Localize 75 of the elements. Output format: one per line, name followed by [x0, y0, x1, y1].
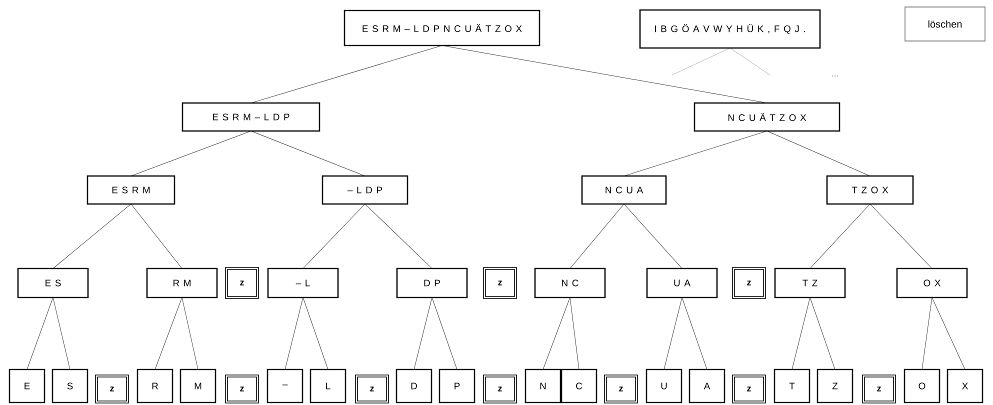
letter-box: E S R M – L D P N C U Ä T Z O X [344, 10, 540, 46]
letter-box: R M [146, 268, 218, 298]
connector-line [682, 297, 708, 370]
letter-box: T Z O X [826, 175, 914, 205]
z-box: z [225, 374, 259, 404]
connector-line [250, 130, 366, 176]
letter-box: D P [396, 268, 468, 298]
letter-box: Z [816, 368, 854, 404]
connector-line [542, 297, 570, 370]
connector-line [624, 130, 768, 176]
connector-line [284, 297, 304, 370]
connector-line [302, 297, 328, 370]
z-box: z [225, 267, 259, 299]
connector-line [792, 297, 810, 370]
letter-box: N C [534, 268, 606, 298]
z-box: z [355, 374, 389, 404]
letter-box: C [560, 368, 598, 404]
z-box: z [732, 374, 766, 404]
letter-box: E S [17, 268, 89, 298]
letter-box: P [438, 368, 476, 404]
letter-box: – L [267, 268, 339, 298]
connector-line [364, 204, 432, 269]
z-box: z [862, 374, 896, 404]
z-box: z [95, 374, 129, 404]
letter-box: O [904, 368, 940, 404]
letter-box: T [774, 368, 810, 404]
letter-box: E S R M – L D P [182, 102, 320, 132]
z-box: z [604, 374, 638, 404]
connector-line [570, 204, 624, 269]
connector-line [672, 48, 730, 76]
z-box: z [732, 267, 766, 299]
connector-line [570, 297, 580, 370]
connector-line [26, 297, 54, 370]
connector-line [154, 297, 182, 370]
letter-box: D [396, 368, 432, 404]
letter-box: – [266, 368, 304, 404]
connector-line [664, 297, 682, 370]
connector-line [130, 130, 252, 176]
letter-box: L [310, 368, 346, 404]
connector-line [182, 297, 198, 370]
connector-line [922, 297, 932, 370]
letter-box: U [646, 368, 682, 404]
letter-box: X [946, 368, 984, 404]
connector-line [250, 45, 442, 104]
letter-box: S [52, 368, 88, 404]
letter-box: N C U Ä T Z O X [694, 102, 840, 132]
connector-line [810, 297, 836, 370]
letter-box: T Z [774, 268, 846, 298]
connector-line [130, 204, 182, 269]
connector-line [52, 297, 70, 370]
letter-box: E [8, 368, 46, 404]
connector-line [810, 204, 870, 269]
letter-box: A [688, 368, 726, 404]
connector-line [730, 48, 770, 76]
letter-box: U A [646, 268, 718, 298]
connector-line [432, 297, 458, 370]
letter-box: N [524, 368, 562, 404]
connector-line [414, 297, 432, 370]
letter-box: N C U A [581, 175, 667, 205]
delete-button: löschen [904, 6, 986, 42]
letter-box: R [136, 368, 174, 404]
connector-line [302, 204, 366, 269]
connector-line [624, 204, 682, 269]
connector-line [442, 45, 768, 104]
connector-line [932, 297, 966, 370]
connector-line [766, 130, 870, 176]
connector-line [52, 204, 132, 269]
letter-box: O X [896, 268, 968, 298]
z-box: z [483, 374, 517, 404]
letter-box: M [180, 368, 216, 404]
letter-box: I B G Ö A V W Y H Ü K , F Q J . [639, 9, 821, 49]
letter-box: – L D P [322, 175, 408, 205]
connector-line [870, 204, 932, 269]
letter-box: E S R M [86, 175, 176, 205]
z-box: z [483, 267, 517, 299]
